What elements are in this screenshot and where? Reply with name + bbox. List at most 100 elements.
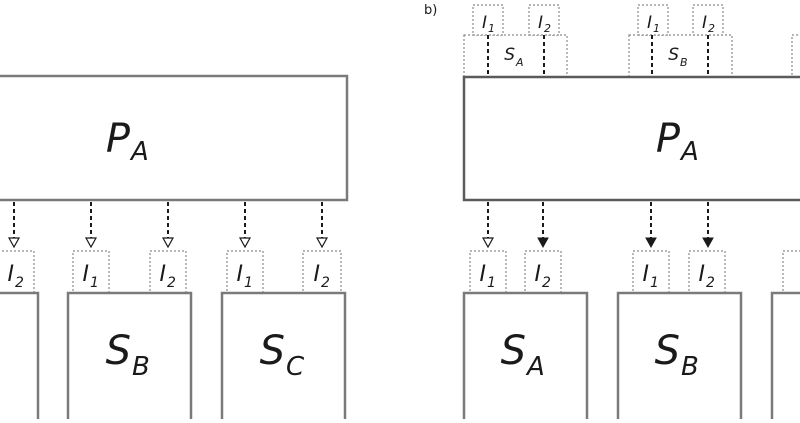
right-iface-main-0: I: [480, 262, 487, 287]
panel-b-label: b): [424, 3, 437, 18]
right-top-block-sub-wrap-0: A: [515, 56, 524, 69]
right-iface-box-partial: [782, 250, 800, 294]
left-iface-sub-wrap-1: 1: [90, 275, 99, 291]
left-arrowhead-4: [238, 237, 252, 249]
right-iface-sub-wrap-2: 1: [650, 275, 659, 291]
left-arrowhead-3: [161, 237, 175, 249]
right-top-iface-sub-wrap-1-0: 1: [653, 22, 660, 35]
right-iface-label-2: I: [643, 262, 650, 287]
right-iface-label-3: I: [699, 262, 706, 287]
right-iface-sub-wrap-3: 2: [706, 275, 715, 291]
left-services: S B S C: [0, 291, 347, 423]
left-iface-label-4: I: [314, 262, 321, 287]
left-iface-sub-wrap-4: 2: [321, 275, 330, 291]
left-panel: P A I 2: [0, 74, 349, 423]
left-iface-sub-2: 2: [167, 275, 176, 291]
right-top-block-main-1: S: [668, 45, 679, 65]
right-service-sub-wrap-1: B: [681, 352, 699, 382]
right-service-main-1: S: [655, 328, 680, 374]
right-process-sub-wrap: A: [679, 137, 699, 167]
left-iface-main-3: I: [237, 262, 244, 287]
right-top-iface-main-1-1: I: [702, 13, 707, 33]
left-process-label: P: [106, 116, 131, 162]
right-top-block-main-0: S: [504, 45, 515, 65]
right-arrows: [481, 202, 714, 249]
left-arrows: [7, 202, 329, 249]
right-iface-box-3: [688, 250, 726, 294]
left-iface-sub-4: 2: [321, 275, 330, 291]
right-panel: I 1 I 2 S A I: [462, 4, 800, 423]
right-services: S A S B: [462, 291, 800, 423]
right-iface-box-2: [632, 250, 670, 294]
left-iface-label-0: I: [8, 262, 15, 287]
right-service-sub-wrap-0: A: [525, 352, 545, 382]
right-top-iface-main-1-0: I: [647, 13, 652, 33]
right-top-iface-sub-1-1: 2: [708, 22, 715, 35]
left-iface-box-2: [149, 250, 187, 294]
left-service-main-1: S: [260, 328, 285, 374]
left-arrowhead-1: [7, 237, 21, 249]
right-top-iface-sub-wrap-0-0: 1: [488, 22, 495, 35]
left-service-sub-0: B: [132, 352, 150, 382]
left-iface-main-2: I: [160, 262, 167, 287]
right-bottom-interfaces: I 1 I 2 I 1 I 2: [469, 250, 800, 294]
right-top-block-label-0: S: [504, 45, 515, 65]
left-iface-sub-3: 1: [244, 275, 253, 291]
left-iface-box-3: [226, 250, 264, 294]
right-top-iface-box-0-1: [528, 4, 560, 36]
right-top-iface-sub-wrap-1-1: 2: [708, 22, 715, 35]
right-iface-sub-wrap-1: 2: [542, 275, 551, 291]
left-service-box-1: [220, 291, 347, 423]
right-top-iface-main-0-1: I: [538, 13, 543, 33]
right-iface-box-1: [524, 250, 562, 294]
right-top-block-box-1: [628, 34, 733, 78]
right-top-iface-box-0-0: [472, 4, 504, 36]
left-process-sub-wrap: A: [129, 137, 149, 167]
right-top-iface-box-1-0: [637, 4, 669, 36]
right-process-label: P: [656, 116, 681, 162]
left-arrowhead-5: [315, 237, 329, 249]
left-service-box-0: [66, 291, 193, 423]
right-top-iface-main-0-0: I: [482, 13, 487, 33]
right-top-iface-sub-0-0: 1: [488, 22, 495, 35]
right-top-iface-label-0-1: I: [538, 13, 543, 33]
right-top-block-1: I 1 I 2 S B: [628, 4, 733, 78]
left-iface-sub-0: 2: [15, 275, 24, 291]
right-iface-sub-0: 1: [487, 275, 496, 291]
left-service-sub-wrap-0: B: [132, 352, 150, 382]
right-arrowhead-1: [481, 237, 495, 249]
left-bottom-interfaces: I 2 I 1 I 2 I 1: [0, 250, 342, 294]
right-service-box-0: [462, 291, 589, 423]
left-service-label-1: S: [260, 328, 285, 374]
right-iface-main-2: I: [643, 262, 650, 287]
right-top-iface-label-0-0: I: [482, 13, 487, 33]
left-iface-sub-wrap-3: 1: [244, 275, 253, 291]
right-iface-sub-1: 2: [542, 275, 551, 291]
left-process-box: [0, 74, 349, 202]
left-service-label-0: S: [106, 328, 131, 374]
right-service-label-1: S: [655, 328, 680, 374]
right-service-box-partial: [770, 291, 800, 423]
left-arrowhead-2: [84, 237, 98, 249]
left-service-sub-1: C: [286, 352, 305, 382]
left-process-sub: A: [129, 137, 149, 167]
left-iface-box-0: [0, 250, 35, 294]
right-process-sub: A: [679, 137, 699, 167]
right-service-main-0: S: [501, 328, 526, 374]
right-iface-main-3: I: [699, 262, 706, 287]
right-top-iface-label-1-0: I: [647, 13, 652, 33]
right-process-box: [462, 75, 800, 202]
right-iface-sub-2: 1: [650, 275, 659, 291]
left-service-box-partial: [0, 291, 40, 423]
right-top-block-partial: [791, 34, 800, 78]
right-service-box-1: [616, 291, 743, 423]
left-iface-main-4: I: [314, 262, 321, 287]
left-service-main-0: S: [106, 328, 131, 374]
right-service-sub-1: B: [681, 352, 699, 382]
right-top-iface-label-1-1: I: [702, 13, 707, 33]
left-iface-label-1: I: [83, 262, 90, 287]
left-iface-main-1: I: [83, 262, 90, 287]
right-top-block-sub-0: A: [515, 56, 524, 69]
right-top-iface-box-1-1: [692, 4, 724, 36]
